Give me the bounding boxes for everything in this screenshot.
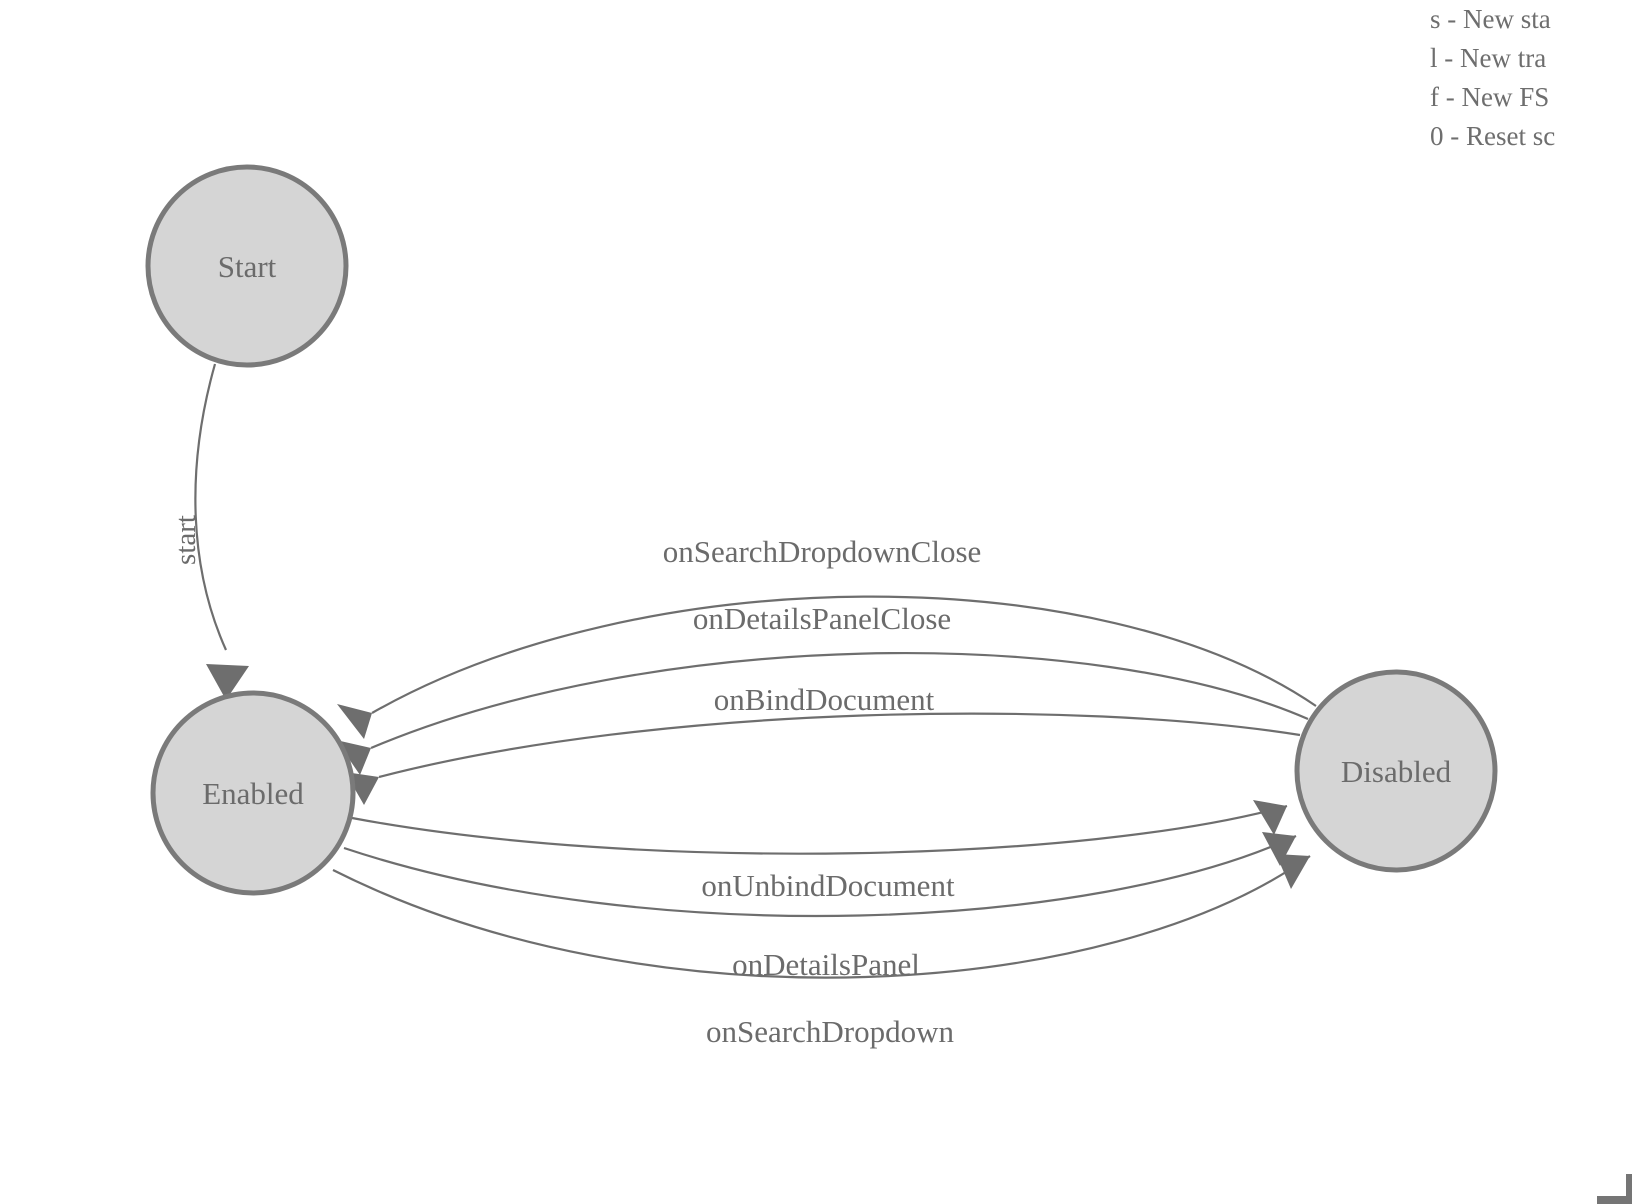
transition-label-onSearchDropdownClose: onSearchDropdownClose	[663, 534, 982, 569]
transition-label-onBindDocument: onBindDocument	[714, 682, 935, 717]
state-node-disabled-label: Disabled	[1341, 754, 1452, 789]
horizontal-scrollbar-thumb[interactable]	[1597, 1196, 1630, 1204]
transition-label-start: start	[170, 515, 202, 565]
state-node-enabled-label: Enabled	[202, 776, 304, 811]
transition-edge-onSearchDropdown[interactable]	[332, 854, 1311, 979]
transition-edge-onUnbindDocument[interactable]	[351, 800, 1288, 855]
transition-label-onUnbindDocument: onUnbindDocument	[701, 868, 955, 903]
transition-edge-onDetailsPanel[interactable]	[343, 832, 1297, 918]
state-node-enabled[interactable]: Enabled	[150, 690, 356, 896]
transition-edge-onBindDocument[interactable]	[345, 712, 1301, 805]
state-node-start-label: Start	[218, 249, 277, 284]
transition-label-onDetailsPanel: onDetailsPanel	[732, 947, 920, 982]
transition-label-onSearchDropdown: onSearchDropdown	[706, 1014, 954, 1049]
transition-edge-start[interactable]	[194, 363, 249, 700]
vertical-scrollbar-thumb[interactable]	[1626, 1174, 1632, 1204]
state-node-disabled[interactable]: Disabled	[1294, 669, 1498, 873]
transition-label-onDetailsPanelClose: onDetailsPanelClose	[693, 601, 951, 636]
state-node-start[interactable]: Start	[145, 164, 349, 368]
transition-edge-onSearchDropdownClose[interactable]	[337, 595, 1317, 739]
